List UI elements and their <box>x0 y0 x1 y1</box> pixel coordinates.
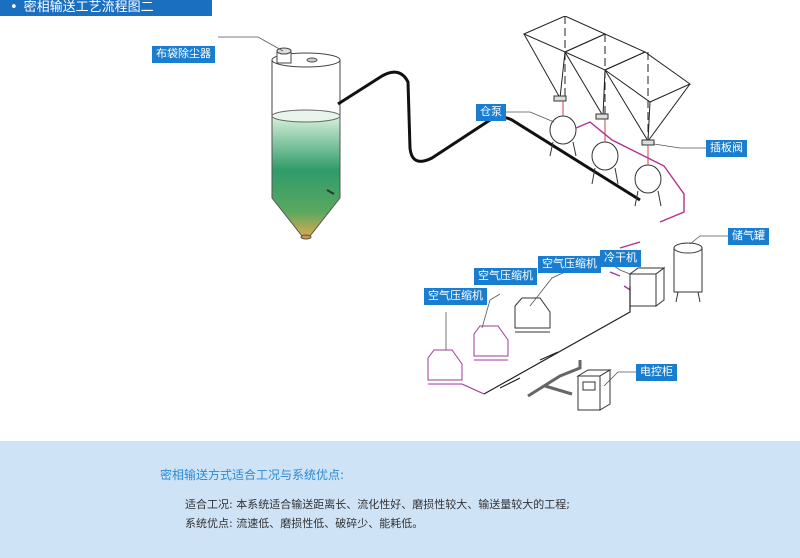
silo <box>271 47 341 240</box>
conveying-pipeline <box>337 70 641 202</box>
hoppers <box>522 15 692 142</box>
compressor-3 <box>514 297 551 333</box>
title-bullet: • <box>10 0 18 15</box>
page-title-bar: • 密相输送工艺流程图二 <box>0 0 212 16</box>
dryer <box>628 267 666 307</box>
info-row-label: 系统优点: <box>185 517 233 530</box>
label-compressor-1: 空气压缩机 <box>424 288 487 305</box>
air-tank <box>673 242 703 303</box>
label-gate-valve: 插板阀 <box>706 140 747 157</box>
info-row-text: 本系统适合输送距离长、流化性好、磨损性较大、输送量较大的工程; <box>236 498 570 511</box>
bin-pump-3 <box>634 145 662 207</box>
air-pipeline <box>575 121 685 297</box>
signal-arrows <box>527 360 582 398</box>
bin-pump-2 <box>591 119 619 185</box>
label-bin-pump: 仓泵 <box>476 104 506 121</box>
gate-valves <box>553 95 655 146</box>
info-panel: 密相输送方式适合工况与系统优点: 适合工况: 本系统适合输送距离长、流化性好、磨… <box>0 441 800 558</box>
diagram-svg <box>218 15 728 411</box>
leader-lines <box>218 36 728 387</box>
label-air-tank: 储气罐 <box>728 228 769 245</box>
info-row-applicable-conditions: 适合工况: 本系统适合输送距离长、流化性好、磨损性较大、输送量较大的工程; <box>185 496 570 512</box>
label-compressor-2: 空气压缩机 <box>474 268 537 285</box>
info-row-system-advantages: 系统优点: 流速低、磨损性低、破碎少、能耗低。 <box>185 515 423 531</box>
info-row-label: 适合工况: <box>185 498 233 511</box>
label-bag-filter: 布袋除尘器 <box>152 46 215 63</box>
label-compressor-3: 空气压缩机 <box>538 256 601 273</box>
bin-pump-1 <box>549 101 577 157</box>
control-cabinet <box>576 369 612 411</box>
compressor-2 <box>473 325 509 361</box>
compressed-air-line <box>483 286 631 395</box>
bin-pumps <box>549 101 662 207</box>
compressor-1 <box>427 349 463 385</box>
label-control-cabinet: 电控柜 <box>636 364 677 381</box>
label-dryer: 冷干机 <box>600 250 641 267</box>
process-flow-diagram: 布袋除尘器 仓泵 插板阀 储气罐 冷干机 空气压缩机 空气压缩机 空气压缩机 电… <box>0 15 800 440</box>
page-title: 密相输送工艺流程图二 <box>23 0 154 15</box>
info-title: 密相输送方式适合工况与系统优点: <box>160 468 345 482</box>
info-row-text: 流速低、磨损性低、破碎少、能耗低。 <box>236 517 424 530</box>
